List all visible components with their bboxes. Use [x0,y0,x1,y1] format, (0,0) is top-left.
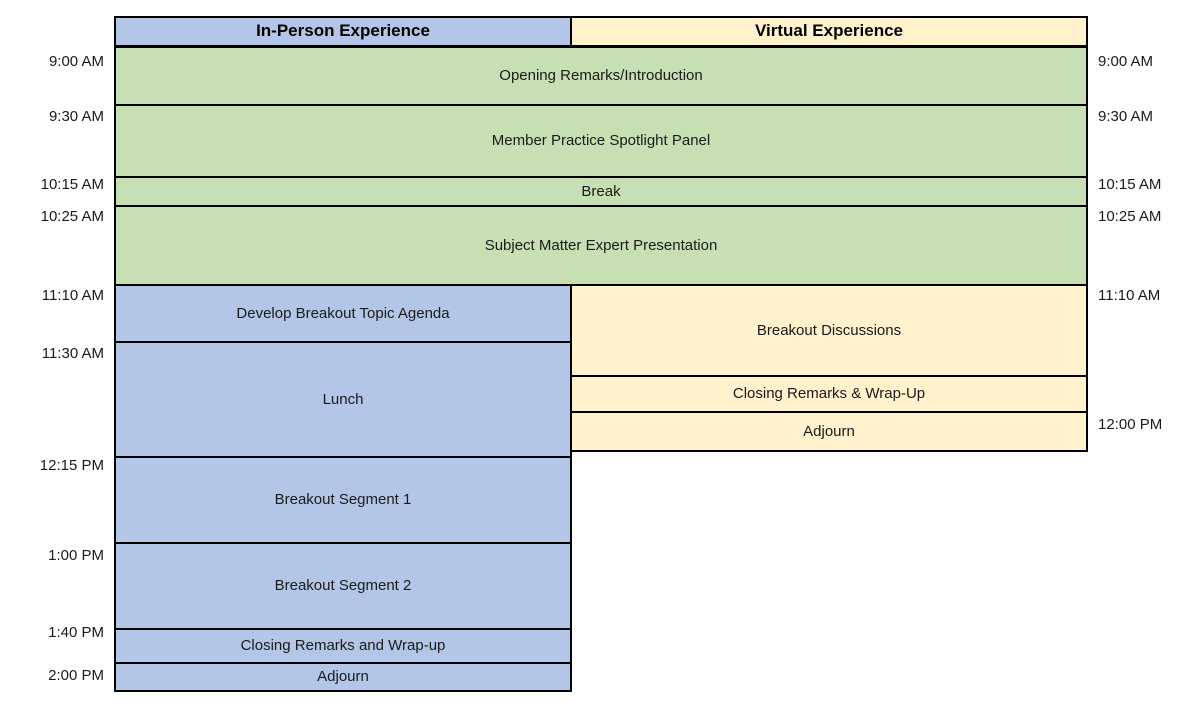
right-time-1200: 12:00 PM [1098,416,1163,433]
cell-closing-remarks-and-wrap-up-virtual: Closing Remarks & Wrap-Up [570,375,1088,413]
right-time-1015: 10:15 AM [1098,176,1162,193]
cell-lunch: Lunch [114,341,572,458]
left-time-1130: 11:30 AM [41,345,104,362]
cell-opening-remarks-introduction: Opening Remarks/Introduction [114,46,1088,106]
right-time-0900: 9:00 AM [1098,53,1154,70]
cell-develop-breakout-topic-agenda: Develop Breakout Topic Agenda [114,284,572,343]
header-virtual-experience: Virtual Experience [570,16,1088,48]
left-time-0140: 1:40 PM [48,624,104,641]
cell-closing-remarks-and-wrap-up: Closing Remarks and Wrap-up [114,628,572,664]
left-time-0200: 2:00 PM [48,667,104,684]
right-time-1110: 11:10 AM [1098,287,1161,304]
cell-breakout-segment-2: Breakout Segment 2 [114,542,572,630]
right-time-0930: 9:30 AM [1098,108,1154,125]
cell-in-person-adjourn: Adjourn [114,662,572,692]
left-time-1025: 10:25 AM [40,208,104,225]
right-time-1025: 10:25 AM [1098,208,1162,225]
left-time-1015: 10:15 AM [40,176,104,193]
left-time-0900: 9:00 AM [48,53,104,70]
cell-break: Break [114,176,1088,207]
left-time-0930: 9:30 AM [48,108,104,125]
cell-breakout-segment-1: Breakout Segment 1 [114,456,572,544]
header-in-person-experience: In-Person Experience [114,16,572,48]
left-time-1110: 11:10 AM [41,287,104,304]
left-time-1215: 12:15 PM [39,457,104,474]
left-time-0100: 1:00 PM [48,547,104,564]
cell-breakout-discussions: Breakout Discussions [570,284,1088,377]
cell-subject-matter-expert-presentation: Subject Matter Expert Presentation [114,205,1088,286]
cell-member-practice-spotlight-panel: Member Practice Spotlight Panel [114,104,1088,178]
cell-virtual-adjourn: Adjourn [570,411,1088,452]
